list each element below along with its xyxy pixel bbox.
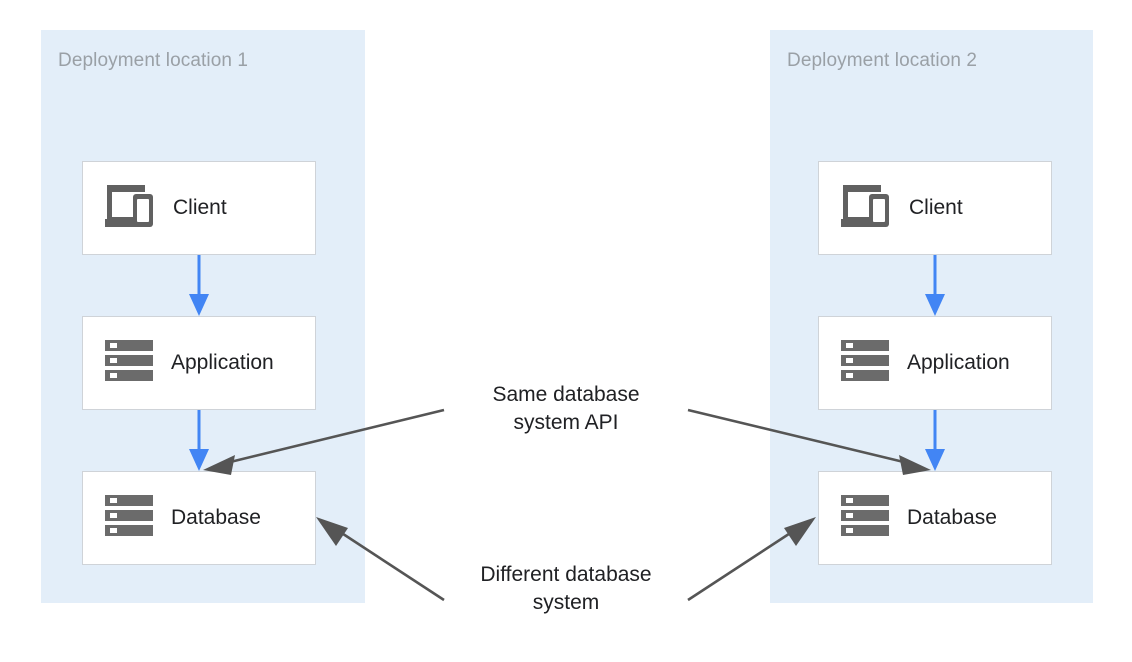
annotation-same-database-system-api: Same database system API	[492, 383, 640, 434]
node-database-2[interactable]: Database	[818, 471, 1052, 565]
deployment-location-2-title: Deployment location 2	[787, 50, 978, 71]
devices-icon	[839, 183, 893, 234]
server-icon	[103, 338, 155, 389]
node-application-1-label: Application	[171, 351, 274, 374]
server-icon	[839, 338, 891, 389]
node-database-2-label: Database	[907, 506, 997, 529]
node-client-1-label: Client	[173, 196, 227, 219]
server-icon	[103, 493, 155, 544]
node-application-2[interactable]: Application	[818, 316, 1052, 410]
annotation-different-database-system: Different database system	[480, 563, 652, 614]
node-client-1[interactable]: Client	[82, 161, 316, 255]
node-client-2[interactable]: Client	[818, 161, 1052, 255]
server-icon	[839, 493, 891, 544]
node-application-2-label: Application	[907, 351, 1010, 374]
deployment-location-1-title: Deployment location 1	[58, 50, 249, 71]
node-application-1[interactable]: Application	[82, 316, 316, 410]
devices-icon	[103, 183, 157, 234]
node-database-1-label: Database	[171, 506, 261, 529]
node-client-2-label: Client	[909, 196, 963, 219]
node-database-1[interactable]: Database	[82, 471, 316, 565]
